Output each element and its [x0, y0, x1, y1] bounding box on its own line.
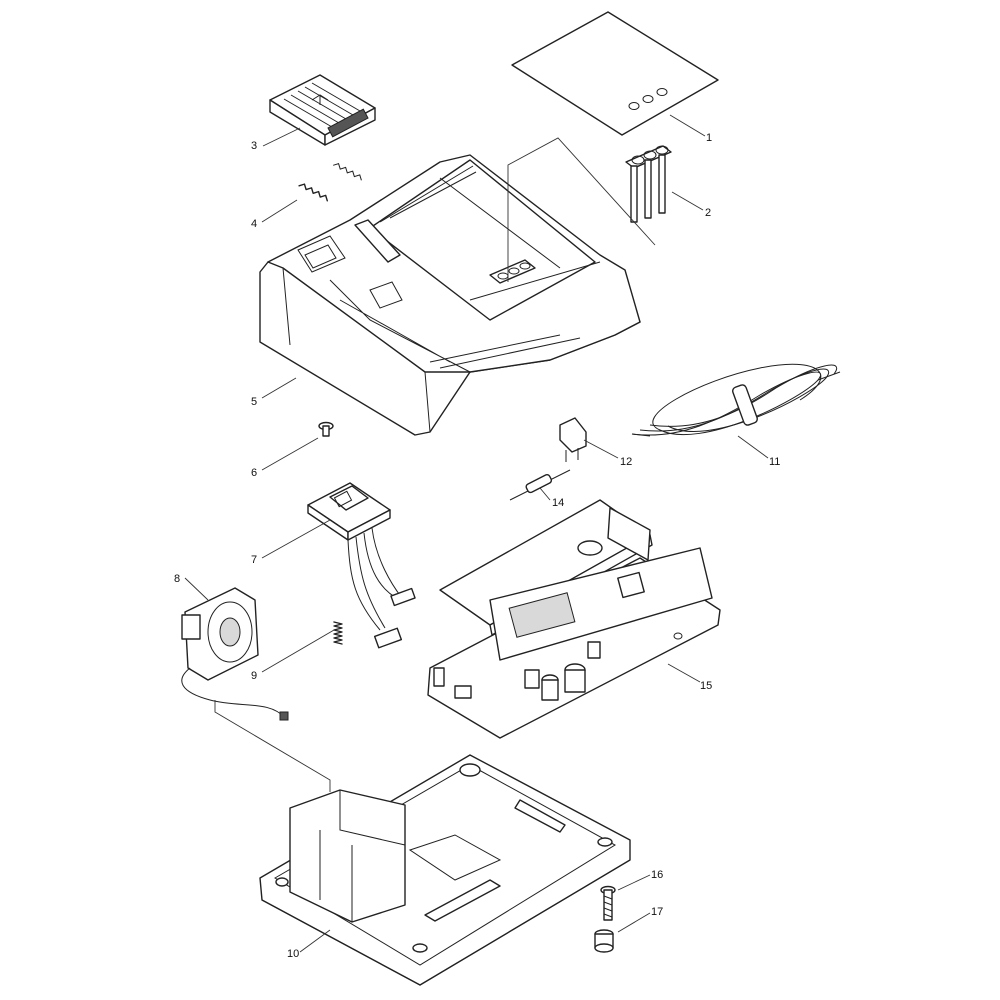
callout-5: 5: [251, 396, 258, 408]
callout-12: 12: [620, 456, 633, 468]
part-15-circuit-board: [427, 499, 721, 739]
callout-9: 9: [251, 670, 258, 682]
leader-lines: [184, 114, 769, 953]
part-1-label-sheet: [511, 11, 719, 136]
callout-14: 14: [552, 497, 565, 509]
callout-17: 17: [651, 906, 664, 918]
part-3-top-cover: [269, 74, 376, 146]
part-14-fuse: [509, 469, 571, 501]
callout-10: 10: [287, 948, 300, 960]
part-5-housing: [259, 154, 641, 436]
part-12-component: [559, 417, 587, 462]
callout-8: 8: [174, 573, 181, 585]
callout-6: 6: [251, 467, 258, 479]
callout-2: 2: [705, 207, 712, 219]
callout-4: 4: [251, 218, 258, 230]
part-16-screw: [600, 885, 616, 921]
callout-16: 16: [651, 869, 664, 881]
part-7-connector-board: [307, 482, 416, 649]
part-8-fan: [181, 587, 289, 721]
part-6-screw: [318, 421, 334, 437]
callout-1: 1: [706, 132, 713, 144]
callout-15: 15: [700, 680, 713, 692]
callout-11: 11: [769, 456, 781, 468]
part-9-spring: [333, 621, 343, 645]
part-4-springs: [298, 163, 362, 202]
part-17-foot: [594, 929, 614, 953]
callout-3: 3: [251, 140, 258, 152]
callout-7: 7: [251, 554, 258, 566]
part-10-base: [259, 754, 631, 986]
part-11-cord: [631, 363, 841, 437]
part-2-light-guide: [625, 145, 672, 223]
